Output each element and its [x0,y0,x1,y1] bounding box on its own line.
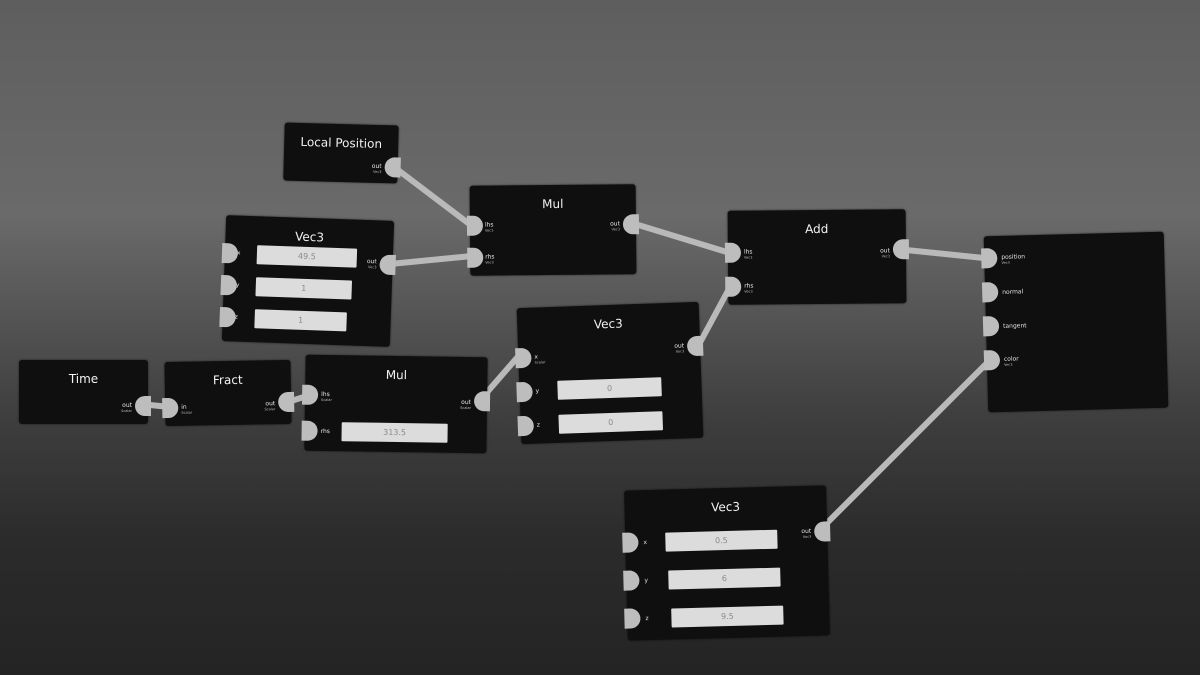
x-port[interactable] [221,242,239,264]
y-port-label: y [644,577,649,585]
out-port[interactable] [277,391,295,413]
rhs-port[interactable] [301,420,318,441]
tangent-port[interactable] [982,316,1000,337]
x-value-field[interactable]: 0.5 [665,529,778,552]
x-port-label: x [643,539,648,547]
y-port[interactable] [623,570,640,591]
z-port-label: z [536,421,541,429]
z-value-field[interactable]: 0 [558,411,664,434]
out-port[interactable] [135,396,151,416]
y-value-field[interactable]: 1 [255,277,353,300]
y-port-label: y [535,387,540,395]
in-port[interactable] [162,397,179,419]
normal-port[interactable] [981,282,999,303]
tangent-port-label: tangent [1002,322,1027,330]
y-value-field[interactable]: 6 [668,567,781,590]
lhs-port[interactable] [301,384,319,405]
wire-mula-to-add-lhs [632,221,733,256]
z-port-label: z [645,615,649,623]
node-title: Vec3 [593,316,623,332]
rhs-value-field[interactable]: 313.5 [341,422,448,443]
x-port[interactable] [622,532,639,553]
y-port[interactable] [220,274,238,296]
y-port[interactable] [516,381,533,403]
wire-vec3a-to-mul-rhs [387,253,475,267]
out-port[interactable] [813,521,831,542]
rhs-port-label: rhs [320,427,330,436]
node-title: Time [68,372,99,386]
node-title: Vec3 [294,229,325,245]
out-port[interactable] [622,214,640,235]
lhs-port[interactable] [466,215,484,236]
x-value-field[interactable]: 49.5 [256,245,358,268]
z-port[interactable] [624,608,641,629]
rhs-port[interactable] [725,276,742,297]
wire-localposition-to-mul-lhs [395,167,475,229]
node-title: Mul [385,367,408,383]
z-value-field[interactable]: 9.5 [671,605,784,628]
position-port[interactable] [981,248,998,269]
out-port[interactable] [379,254,396,276]
x-port[interactable] [515,347,532,369]
z-port[interactable] [219,306,237,328]
rhs-port[interactable] [467,247,484,268]
lhs-port[interactable] [724,242,742,263]
wire-add-to-output-position [903,247,987,261]
out-port[interactable] [473,391,491,412]
color-port[interactable] [983,350,1001,371]
out-port[interactable] [384,157,401,178]
node-title: Mul [542,196,564,212]
node-title: Fract [212,372,243,388]
normal-port-label: normal [1002,288,1024,296]
node-title: Vec3 [710,499,741,515]
z-value-field[interactable]: 1 [254,309,347,332]
out-port[interactable] [892,239,910,260]
node-title: Local Position [300,134,383,152]
out-port[interactable] [686,335,704,357]
wire-vec3c-to-output-color [815,357,993,535]
y-value-field[interactable]: 0 [557,377,662,400]
node-title: Add [805,221,829,237]
z-port[interactable] [517,415,535,437]
